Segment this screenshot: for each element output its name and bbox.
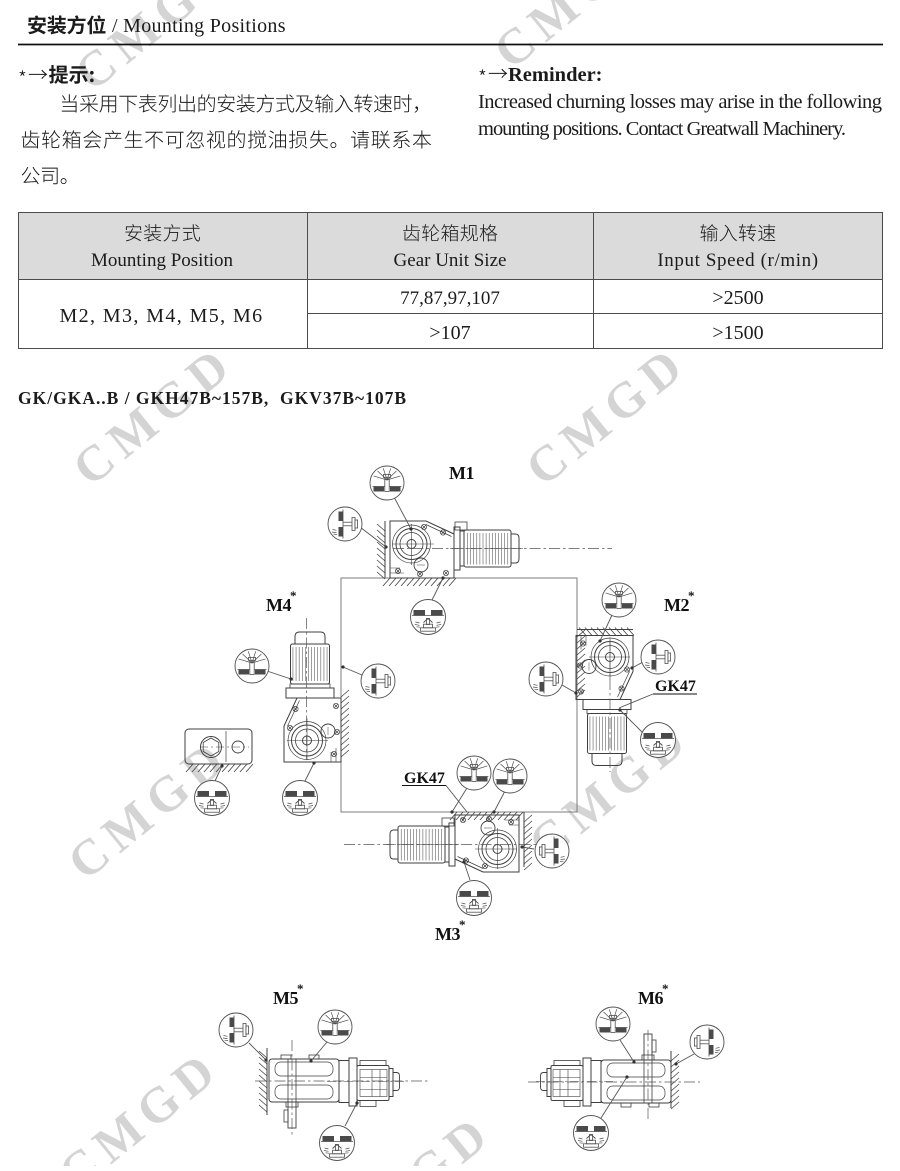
svg-text:GK47: GK47 (655, 678, 696, 695)
svg-text:Input Speed (r/min): Input Speed (r/min) (657, 250, 818, 271)
svg-text:*: * (688, 588, 695, 603)
svg-text:*: * (290, 588, 297, 603)
svg-text:>107: >107 (429, 322, 470, 344)
svg-text:77,87,97,107: 77,87,97,107 (400, 288, 500, 309)
svg-text:M5: M5 (273, 988, 298, 1008)
svg-text:>2500: >2500 (712, 287, 763, 309)
svg-text:Gear Unit Size: Gear Unit Size (394, 250, 507, 271)
svg-text:Mounting Position: Mounting Position (91, 250, 233, 271)
svg-text:Reminder:: Reminder: (508, 64, 603, 86)
svg-text:GK47: GK47 (404, 770, 445, 787)
svg-text:M2: M2 (664, 595, 689, 615)
svg-text:M4: M4 (266, 595, 291, 615)
svg-text:M2, M3, M4, M5, M6: M2, M3, M4, M5, M6 (59, 305, 263, 327)
svg-text:*: * (297, 981, 304, 996)
svg-text:*: * (459, 917, 466, 932)
svg-text:GK/GKA..B / GKH47B~157B, GKV3: GK/GKA..B / GKH47B~157B, GKV37B~107B (18, 388, 406, 408)
svg-text:>1500: >1500 (712, 322, 763, 344)
svg-text:M3: M3 (435, 924, 460, 944)
svg-text:Increased churning losses may: Increased churning losses may arise in t… (478, 91, 882, 113)
svg-text:/ Mounting Positions: / Mounting Positions (112, 15, 286, 37)
svg-text:*: * (662, 981, 669, 996)
svg-text:mounting positions. Contact Gr: mounting positions. Contact Greatwall Ma… (478, 118, 846, 140)
svg-text:M6: M6 (638, 988, 663, 1008)
svg-text:M1: M1 (449, 463, 474, 483)
